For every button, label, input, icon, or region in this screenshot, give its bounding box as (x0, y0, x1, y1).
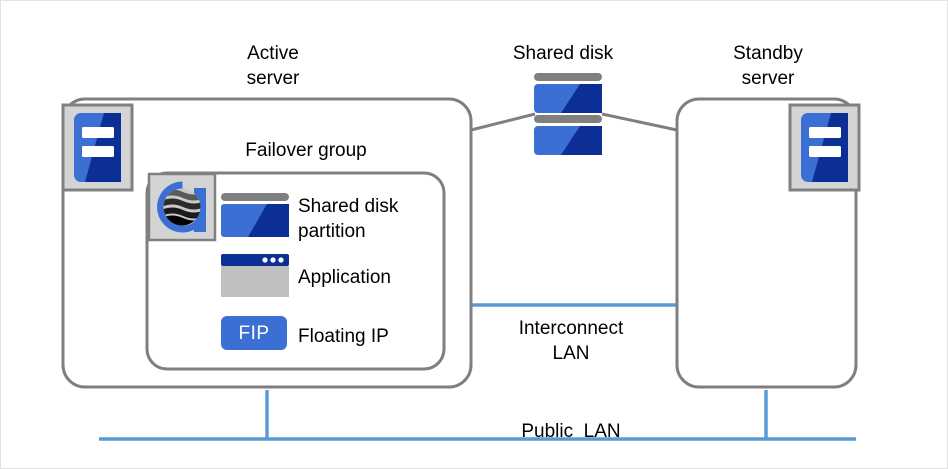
application-window-icon (221, 254, 289, 297)
shared-disk-partition-label: Shared disk partition (298, 196, 399, 242)
shared-disk-partition-icon (221, 193, 289, 237)
interconnect-lan-label: Interconnect LAN (518, 318, 624, 364)
clusterpro-g-globe-icon (147, 172, 217, 242)
disk-stack-icon (534, 73, 602, 155)
server-unit-icon (61, 103, 134, 192)
public-lan-label: Public LAN (521, 421, 621, 442)
active-to-shared-disk-line (470, 112, 536, 132)
fip-badge-text: FIP (238, 323, 270, 344)
failover-group-label: Failover group (245, 140, 367, 161)
shared-disk-connection-lines (470, 112, 678, 132)
standby-to-shared-disk-line (601, 112, 678, 132)
public-lan-line-group (99, 390, 856, 441)
server-unit-icon (788, 103, 861, 192)
standby-server-label: Standby server (733, 43, 803, 89)
shared-disk-label: Shared disk (512, 43, 614, 64)
floating-ip-label: Floating IP (298, 326, 389, 347)
application-label: Application (298, 267, 391, 288)
floating-ip-badge-icon (221, 316, 287, 350)
active-server-label: Active server (246, 43, 300, 89)
